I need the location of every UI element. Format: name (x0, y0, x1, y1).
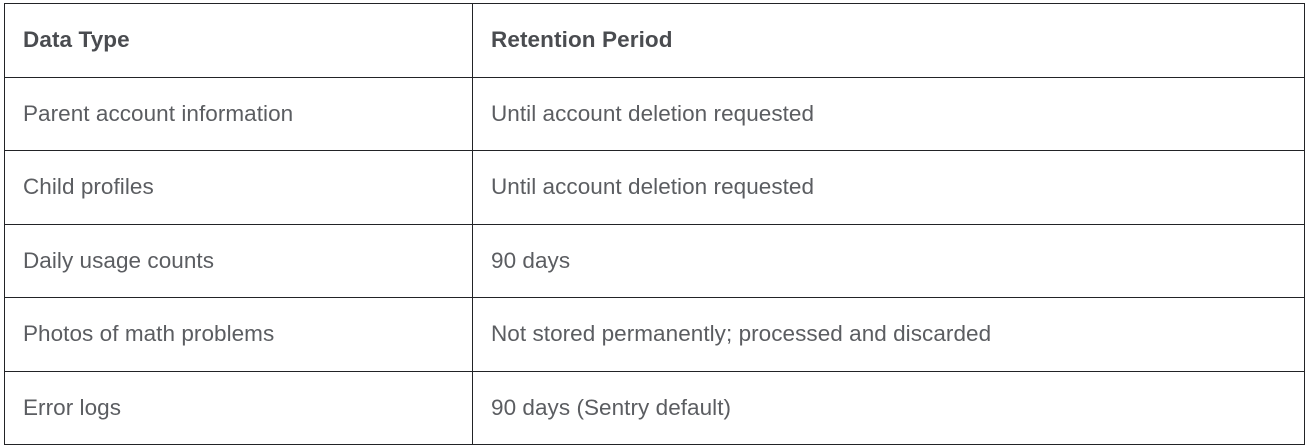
table-row: Error logs 90 days (Sentry default) (4, 370, 1305, 445)
table-header: Data Type Retention Period (4, 3, 1305, 78)
column-header-data-type: Data Type (4, 3, 473, 78)
cell-data-type: Photos of math problems (4, 297, 473, 372)
cell-retention-period: Until account deletion requested (472, 150, 1305, 225)
table-row: Parent account information Until account… (4, 76, 1305, 151)
table-row: Daily usage counts 90 days (4, 223, 1305, 298)
cell-retention-period: Not stored permanently; processed and di… (472, 297, 1305, 372)
cell-data-type: Child profiles (4, 150, 473, 225)
cell-data-type: Daily usage counts (4, 223, 473, 298)
cell-retention-period: 90 days (Sentry default) (472, 370, 1305, 445)
cell-retention-period: Until account deletion requested (472, 76, 1305, 151)
retention-table-container: Data Type Retention Period Parent accoun… (4, 3, 1305, 445)
table-header-row: Data Type Retention Period (4, 3, 1305, 78)
data-retention-table: Data Type Retention Period Parent accoun… (4, 3, 1305, 445)
column-header-retention-period: Retention Period (472, 3, 1305, 78)
cell-data-type: Parent account information (4, 76, 473, 151)
table-row: Photos of math problems Not stored perma… (4, 297, 1305, 372)
cell-data-type: Error logs (4, 370, 473, 445)
cell-retention-period: 90 days (472, 223, 1305, 298)
table-body: Parent account information Until account… (4, 76, 1305, 445)
table-row: Child profiles Until account deletion re… (4, 150, 1305, 225)
